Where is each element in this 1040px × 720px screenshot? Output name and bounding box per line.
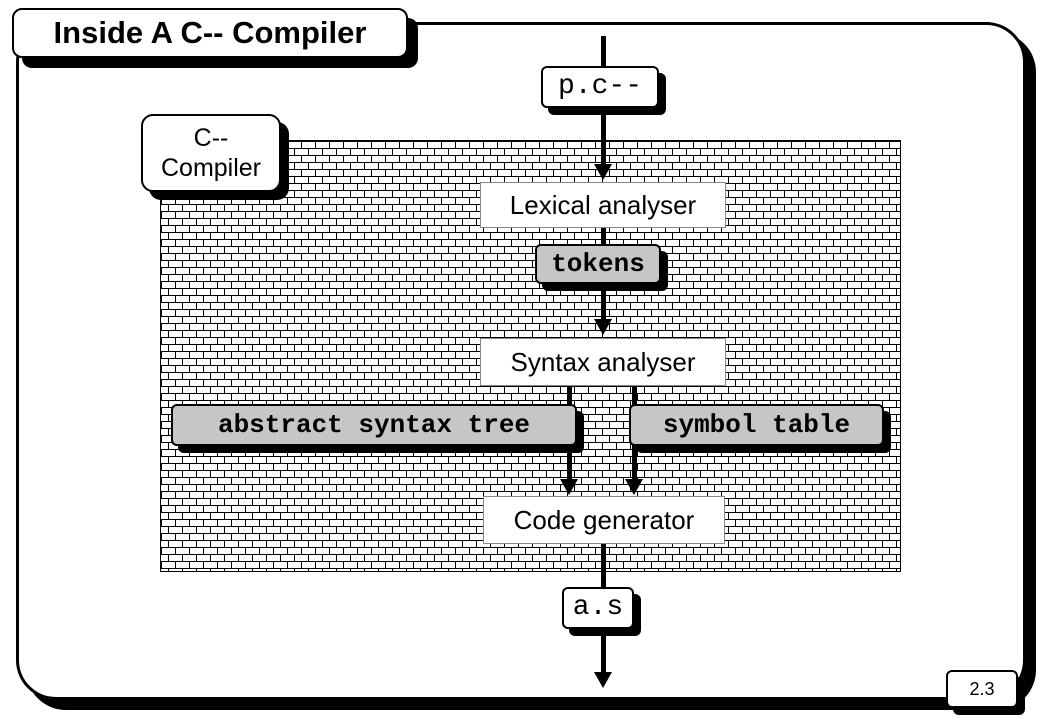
page-number: 2.3: [946, 670, 1018, 708]
input-file: p.c--: [541, 66, 659, 108]
arrowhead-codegen-symtab: [625, 479, 643, 495]
output-file: a.s: [562, 587, 634, 629]
lexical-analyser-box: Lexical analyser: [480, 182, 726, 228]
syntax-analyser-box: Syntax analyser: [480, 338, 726, 386]
compiler-label: C--Compiler: [141, 114, 281, 192]
tokens-chip: tokens: [535, 244, 661, 284]
arrowhead-syntax: [594, 319, 612, 335]
ast-chip: abstract syntax tree: [171, 404, 577, 446]
code-generator-box: Code generator: [483, 496, 725, 544]
arrowhead-codegen-ast: [560, 479, 578, 495]
arrowhead-output: [594, 672, 612, 688]
slide-title: Inside A C-- Compiler: [12, 8, 408, 58]
arrowhead-lexical: [594, 164, 612, 180]
symtab-chip: symbol table: [629, 404, 884, 446]
